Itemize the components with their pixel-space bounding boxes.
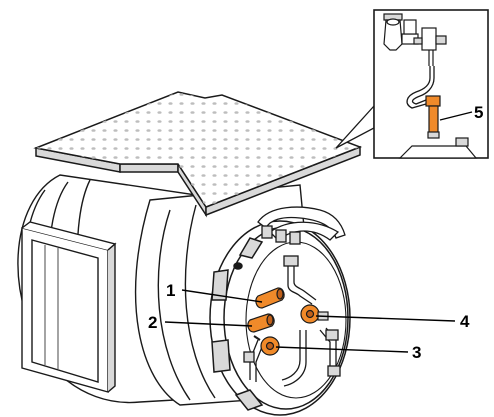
leader-lines [164,111,473,353]
callout-labels: 1 2 3 4 5 [148,103,483,362]
inset-tube [406,66,435,109]
component-2 [247,313,275,333]
inset-tank [398,137,478,159]
inlet-frame [21,221,117,393]
leader-line-5 [439,111,473,121]
leader-line-3 [275,346,409,353]
perforated-platform [33,91,363,218]
component-1 [255,287,285,309]
leader-line-1 [181,289,263,303]
leader-line-2 [164,321,253,327]
inset-pointer [335,104,375,149]
highlighted-components [247,287,329,356]
inset-regulator [413,27,447,66]
flange-disk [209,220,351,416]
callout-5: 5 [474,103,483,122]
callout-3: 3 [412,343,421,362]
callout-2: 2 [148,313,157,332]
cable-harness [257,206,346,245]
leader-line-4 [315,315,456,322]
component-3 [253,335,280,356]
callout-4: 4 [460,312,470,331]
component-5 [425,95,441,139]
inset-detail [373,9,489,159]
inset-filter [383,13,419,51]
callout-1: 1 [166,281,175,300]
tubing [243,255,341,387]
